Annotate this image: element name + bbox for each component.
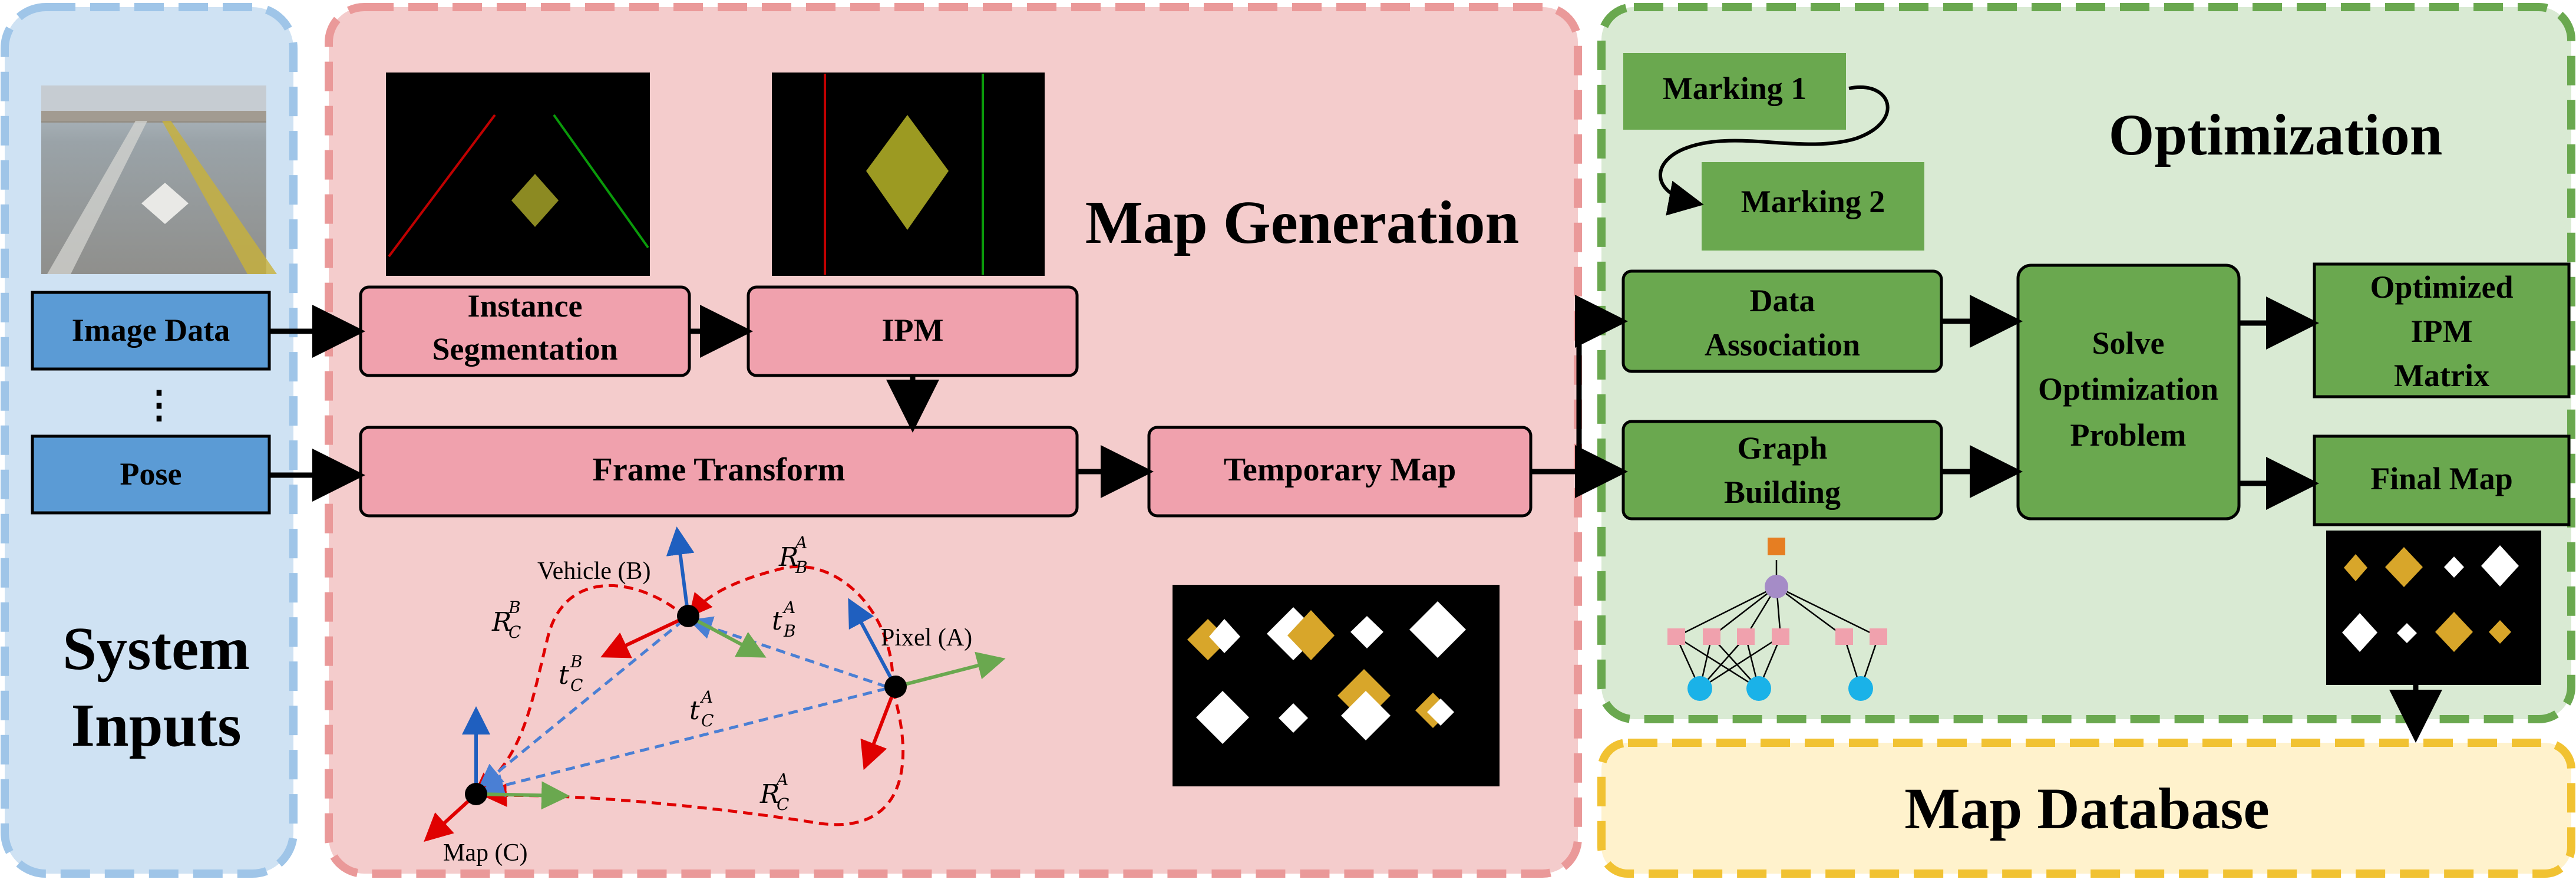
- label-R-B-A-sup: A: [794, 533, 807, 552]
- graph-building-label-1: Graph: [1737, 430, 1827, 466]
- segmentation-output-image: [386, 73, 650, 276]
- pose-label: Pose: [120, 456, 182, 492]
- system-inputs-title-line1: System: [62, 615, 250, 683]
- frame-transform-label: Frame Transform: [593, 452, 846, 488]
- graph-building-label-2: Building: [1724, 475, 1841, 510]
- data-association-label-1: Data: [1750, 283, 1815, 318]
- label-t-B-A-base: t: [772, 606, 782, 636]
- marking-2-label: Marking 2: [1741, 184, 1885, 219]
- label-R-B-A-sub: B: [795, 558, 808, 577]
- flow-arrows: [269, 295, 2442, 743]
- optimized-ipm-label-1: Optimized: [2370, 269, 2514, 305]
- label-R-C-B-sub: C: [508, 622, 521, 642]
- factor-graph-illustration: [1667, 538, 1887, 701]
- label-t-C-B-base: t: [559, 660, 569, 690]
- final-map-image: [2326, 531, 2541, 685]
- label-t-B-A: t B A: [772, 598, 796, 641]
- temporary-map-image: [1173, 585, 1500, 786]
- label-R-C-A-base: R: [759, 779, 780, 809]
- label-R-C-A: R C A: [759, 770, 789, 814]
- label-t-C-A-base: t: [689, 696, 700, 726]
- label-t-C-B-sub: C: [570, 676, 583, 695]
- label-t-B-A-sub: B: [783, 621, 796, 641]
- marking-link-curve-1: [1659, 85, 1890, 216]
- pixel-frame-label: Pixel (A): [881, 624, 972, 651]
- label-R-C-A-sub: C: [777, 795, 789, 814]
- optimization-title: Optimization: [2109, 102, 2443, 167]
- marking-1-box: [1623, 53, 1846, 130]
- label-t-C-B: t C B: [559, 652, 583, 695]
- temporary-map-label: Temporary Map: [1224, 452, 1457, 488]
- label-R-B-A-base: R: [778, 542, 798, 572]
- label-t-B-A-sup: A: [782, 598, 795, 617]
- solve-label-2: Optimization: [2038, 371, 2218, 407]
- final-map-label: Final Map: [2370, 461, 2513, 496]
- optimized-ipm-label-3: Matrix: [2394, 358, 2489, 393]
- instance-segmentation-label-1: Instance: [467, 288, 582, 324]
- map-generation-title: Map Generation: [1085, 189, 1520, 256]
- marking-1-label: Marking 1: [1663, 71, 1807, 106]
- map-frame-label: Map (C): [443, 839, 527, 867]
- label-t-C-A-sup: A: [699, 687, 713, 707]
- image-data-label: Image Data: [72, 312, 230, 348]
- map-frame-origin: [465, 783, 487, 805]
- solve-optimization-box: [2016, 264, 2241, 521]
- label-t-C-B-sup: B: [570, 652, 583, 671]
- ipm-label: IPM: [882, 312, 944, 348]
- label-t-C-A-sub: C: [701, 711, 714, 730]
- optimized-ipm-box: [2313, 262, 2571, 398]
- label-R-C-B: R C B: [491, 598, 521, 642]
- vehicle-frame-label: Vehicle (B): [537, 558, 650, 585]
- instance-segmentation-label-2: Segmentation: [432, 331, 618, 367]
- label-R-C-B-base: R: [491, 607, 511, 637]
- pose-box: [31, 434, 271, 515]
- pixel-frame-origin: [884, 676, 907, 698]
- coordinate-frames-diagram: Vehicle (B) Pixel (A) Map (C) R C B R B …: [424, 526, 1006, 867]
- optimized-ipm-label-2: IPM: [2411, 314, 2473, 349]
- label-R-C-B-sup: B: [508, 598, 521, 617]
- inputs-ellipsis: ⋮: [140, 384, 178, 426]
- vehicle-frame-origin: [677, 605, 699, 627]
- solve-label-1: Solve: [2092, 325, 2164, 361]
- arrow-temp-to-data-assoc: [1531, 295, 1628, 475]
- system-inputs-title-line2: Inputs: [71, 691, 241, 759]
- image-data-box: [31, 291, 271, 371]
- data-association-label-2: Association: [1705, 327, 1860, 363]
- marking-2-box: [1702, 162, 1924, 251]
- solve-label-3: Problem: [2070, 417, 2187, 453]
- ipm-output-image: [772, 73, 1045, 276]
- map-database-panel: [1597, 739, 2575, 878]
- label-R-C-A-sup: A: [775, 770, 788, 789]
- label-R-B-A: R B A: [778, 533, 808, 577]
- label-t-C-A: t C A: [689, 687, 714, 730]
- camera-image-thumbnail: [41, 85, 277, 274]
- map-database-title: Map Database: [1904, 776, 2269, 841]
